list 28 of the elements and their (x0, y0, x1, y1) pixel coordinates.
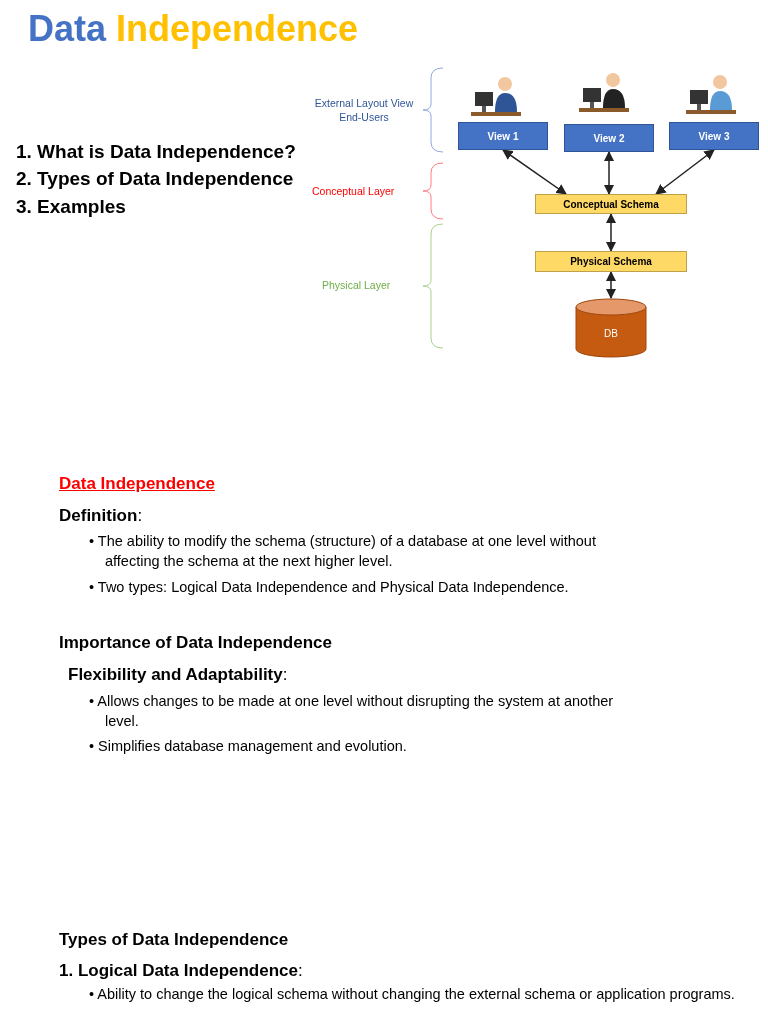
double-headed-arrow (605, 270, 617, 300)
double-headed-arrow (605, 212, 617, 253)
view-box: View 1 (458, 122, 548, 150)
subheading: 1. Logical Data Independence: (59, 960, 304, 982)
schema-box: Physical Schema (535, 251, 687, 272)
section-heading: Types of Data Independence (59, 929, 290, 951)
view-box: View 3 (669, 122, 759, 150)
section-heading: Importance of Data Independence (59, 632, 333, 654)
subheading: Definition: (59, 505, 144, 527)
bullet-item: • Allows changes to be made at one level without disrupting the system at another level. (89, 692, 615, 731)
agenda-item: 1. What is Data Independence? (16, 140, 297, 164)
section-heading: Data Independence (59, 473, 216, 495)
database-cylinder: DB (575, 298, 647, 358)
bullet-item: • Simplifies database management and evolution. (89, 737, 408, 756)
page-title: Data Independence (28, 8, 359, 50)
agenda-item: 3. Examples (16, 195, 127, 219)
subheading: Flexibility and Adaptability: (68, 664, 289, 686)
view-box: View 2 (564, 124, 654, 152)
bullet-item: • The ability to modify the schema (structure) of a database at one level without affecting the schema at the next higher level. (89, 532, 597, 571)
bullet-item: • Ability to change the logical schema without changing the external schema or application programs. (89, 985, 736, 1004)
bullet-item: • Two types: Logical Data Independence and Physical Data Independence. (89, 578, 570, 597)
double-headed-arrow (603, 150, 615, 196)
layer-label: External Layout View End-Users (313, 97, 415, 125)
double-headed-arrow (502, 149, 567, 195)
layer-label: Conceptual Layer (312, 185, 396, 199)
layer-label: Physical Layer (322, 279, 392, 293)
double-headed-arrow (655, 149, 715, 195)
schema-box: Conceptual Schema (535, 194, 687, 214)
